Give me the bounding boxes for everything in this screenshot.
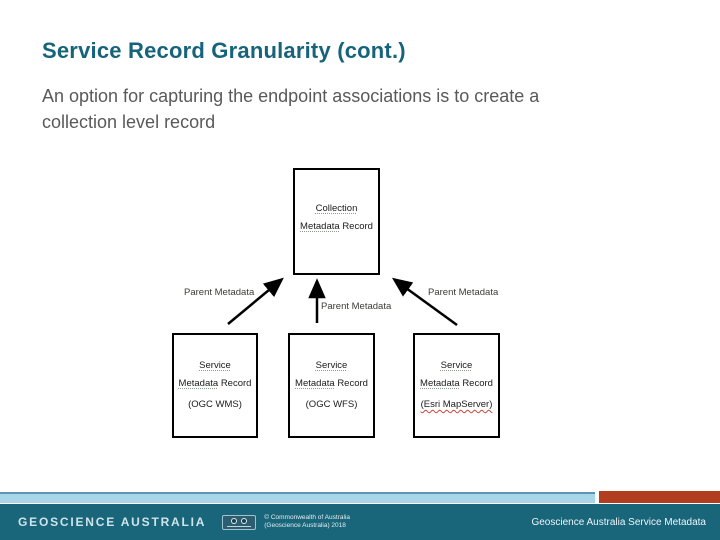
service-box-line3: (OGC WFS) <box>305 399 358 410</box>
service-metadata-record-box-ogc-wfs: Service Metadata Record (OGC WFS) <box>288 333 375 438</box>
footer-accent-strip-blue <box>0 492 595 503</box>
collection-metadata-record-box: Collection Metadata Record <box>293 168 380 275</box>
service-word: Service <box>315 360 348 371</box>
service-metadata-record-box-ogc-wms: Service Metadata Record (OGC WMS) <box>172 333 258 438</box>
record-word: Record <box>462 378 493 389</box>
service-box-line3: (OGC WMS) <box>188 399 242 410</box>
record-word: Record <box>337 378 368 389</box>
geoscience-australia-logo: GEOSCIENCE AUSTRALIA <box>18 515 207 529</box>
cc-circle-icon <box>231 517 238 524</box>
metadata-word: Metadata <box>420 378 460 389</box>
footer-accent-strip-red <box>599 491 720 503</box>
cc-by-license-badge-icon <box>222 514 257 530</box>
parent-metadata-label-right: Parent Metadata <box>428 287 499 298</box>
copyright-line-1: © Commonwealth of Australia <box>264 514 350 521</box>
footer-bar: GEOSCIENCE AUSTRALIA © Commonwealth of A… <box>0 504 720 540</box>
service-box-line1: Service <box>316 357 348 375</box>
service-box-line2: Metadata Record <box>420 375 493 393</box>
collection-word: Collection <box>315 202 358 214</box>
record-word: Record <box>220 378 252 389</box>
body-line-1: An option for capturing the endpoint ass… <box>42 86 540 106</box>
cc-badge-divider <box>227 525 252 527</box>
slide-body-text: An option for capturing the endpoint ass… <box>42 83 539 135</box>
service-box-line1: Service <box>441 357 473 375</box>
collection-box-line2: Metadata Record <box>300 218 373 236</box>
slide-title: Service Record Granularity (cont.) <box>42 38 406 63</box>
collection-box-line1: Collection <box>316 200 358 218</box>
record-word: Record <box>342 220 373 232</box>
service-word: Service <box>440 360 473 371</box>
service-box-line2: Metadata Record <box>179 375 252 393</box>
by-circle-icon <box>241 517 248 524</box>
metadata-word: Metadata <box>178 378 219 389</box>
service-word: Service <box>199 360 231 371</box>
copyright-line-2: (Geoscience Australia) 2018 <box>264 522 346 529</box>
service-box-line1: Service <box>199 357 231 375</box>
service-metadata-record-box-esri-mapserver: Service Metadata Record (Esri MapServer) <box>413 333 500 438</box>
parent-metadata-label-middle: Parent Metadata <box>321 301 392 312</box>
metadata-word: Metadata <box>300 220 340 232</box>
body-line-2: collection level record <box>42 112 216 132</box>
service-box-line3: (Esri MapServer) <box>420 399 493 410</box>
copyright-text: © Commonwealth of Australia (Geoscience … <box>264 514 350 530</box>
footer-slide-deck-title: Geoscience Australia Service Metadata <box>531 516 706 528</box>
cc-badge-circles <box>231 517 248 524</box>
parent-metadata-label-left: Parent Metadata <box>184 287 255 298</box>
service-box-line2: Metadata Record <box>295 375 368 393</box>
metadata-word: Metadata <box>295 378 335 389</box>
